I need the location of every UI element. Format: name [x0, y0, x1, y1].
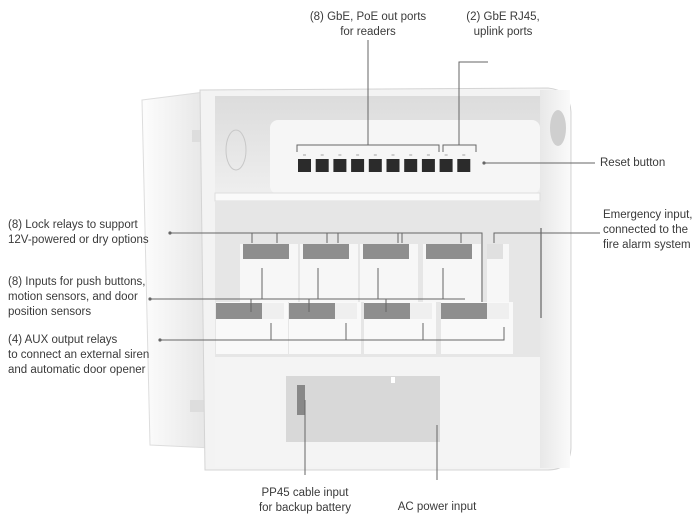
- callout-line: (8) Lock relays to support: [8, 219, 138, 231]
- callout-line: connected to the: [603, 224, 689, 236]
- port-led: [338, 154, 342, 156]
- port-led: [409, 154, 413, 156]
- input-terminal: [441, 303, 487, 319]
- port-led: [373, 154, 377, 156]
- lock-relay-terminal: [243, 244, 289, 259]
- callout-line: (8) Inputs for push buttons,: [8, 276, 146, 288]
- port-led: [320, 154, 324, 156]
- callout-poe-ports: (8) GbE, PoE out ports for readers: [310, 10, 426, 40]
- callout-line: uplink ports: [473, 26, 533, 38]
- callout-pp45: PP45 cable input for backup battery: [259, 486, 351, 516]
- aux-terminal: [262, 303, 284, 319]
- port-led: [391, 154, 395, 156]
- port-led: [444, 154, 448, 156]
- callout-line: position sensors: [8, 306, 92, 318]
- input-terminal: [289, 303, 335, 319]
- side-knockout: [550, 110, 566, 146]
- rj45-port: [421, 159, 435, 172]
- callout-line: (2) GbE RJ45,: [466, 11, 540, 23]
- aux-terminal: [487, 303, 509, 319]
- callout-line: 12V-powered or dry options: [8, 234, 149, 246]
- port-led: [303, 154, 306, 156]
- callout-line: Reset button: [600, 157, 666, 169]
- port-led: [462, 154, 466, 156]
- input-terminal: [364, 303, 410, 319]
- cable-knockout: [225, 129, 247, 171]
- rj45-port: [368, 159, 382, 172]
- port-led: [426, 154, 430, 156]
- aux-terminal: [335, 303, 357, 319]
- side-wall: [540, 90, 570, 468]
- rj45-port: [404, 159, 418, 172]
- rj45-port: [315, 159, 329, 172]
- callout-line: and automatic door opener: [8, 364, 146, 376]
- shelf: [214, 192, 541, 202]
- callout-line: for backup battery: [258, 502, 352, 514]
- callout-line: AC power input: [397, 501, 477, 513]
- ac-inlet: [391, 377, 395, 383]
- emergency-terminal: [487, 244, 503, 259]
- door-hinge: [190, 400, 208, 412]
- callout-lock-relays: (8) Lock relays to support 12V-powered o…: [8, 218, 149, 248]
- callout-line: (8) GbE, PoE out ports: [309, 11, 427, 23]
- rj45-port: [298, 159, 311, 172]
- port-led: [356, 154, 360, 156]
- callout-line: for readers: [340, 26, 396, 38]
- callout-aux: (4) AUX output relays to connect an exte…: [8, 333, 149, 378]
- bottom-opening: [286, 376, 440, 442]
- callout-lines: [150, 40, 600, 480]
- aux-terminal: [410, 303, 432, 319]
- callout-emergency: Emergency input, connected to the fire a…: [603, 208, 693, 253]
- lock-relay-terminal: [303, 244, 349, 259]
- rj45-port: [439, 159, 453, 172]
- callout-line: motion sensors, and door: [8, 291, 138, 303]
- lock-relay-terminal: [426, 244, 472, 259]
- pp45-port: [297, 385, 305, 415]
- callout-line: to connect an external siren: [8, 349, 150, 361]
- callout-line: (4) AUX output relays: [8, 334, 118, 346]
- lock-relay-terminal: [363, 244, 409, 259]
- port-panel: [270, 120, 540, 194]
- callout-line: Emergency input,: [603, 209, 693, 221]
- rj45-port: [351, 159, 365, 172]
- callout-line: fire alarm system: [603, 239, 691, 251]
- rj45-port: [457, 159, 471, 172]
- input-terminal: [216, 303, 262, 319]
- callout-reset: Reset button: [600, 156, 665, 171]
- rj45-port: [386, 159, 400, 172]
- callout-uplink-ports: (2) GbE RJ45, uplink ports: [466, 10, 540, 40]
- callout-inputs: (8) Inputs for push buttons, motion sens…: [8, 275, 145, 320]
- callout-line: PP45 cable input: [261, 487, 349, 499]
- rj45-port: [333, 159, 347, 172]
- callout-ac-power: AC power input: [398, 500, 477, 515]
